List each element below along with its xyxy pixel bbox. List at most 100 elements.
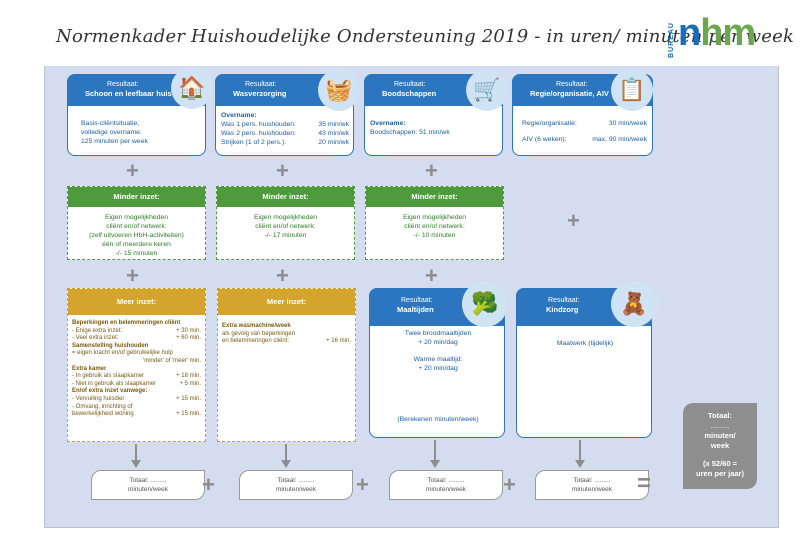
- card-label: Resultaat:: [394, 81, 426, 88]
- meer-row: - Omvang, inrichting of: [72, 403, 133, 410]
- washing-machine-icon: 🧺: [318, 69, 360, 111]
- plus-sign: +: [126, 263, 139, 288]
- card-heading: Overname:: [370, 120, 406, 127]
- minder-title: Minder inzet:: [217, 187, 354, 207]
- meer-row: Samenstelling huishouden: [72, 342, 149, 349]
- card-line: Maatwerk (tijdelijk): [556, 340, 614, 347]
- plus-sign: +: [503, 472, 516, 497]
- minder-title: Minder inzet:: [68, 187, 205, 207]
- card-title: Maaltijden: [397, 305, 434, 314]
- shopping-cart-icon: 🛒: [466, 69, 508, 111]
- meer-line: als gevolg van beperkingen: [222, 330, 296, 337]
- meer-row: Extra kamer: [72, 365, 107, 372]
- card-line: Twee broodmaaltijden: [404, 330, 472, 337]
- plus-sign: +: [126, 158, 139, 183]
- page-title: Normenkader Huishoudelijke Ondersteuning…: [56, 26, 795, 47]
- subtotal-box: Totaal: .........minuten/week: [91, 470, 205, 500]
- minder-line: één of meerdere keren: [102, 241, 171, 248]
- teddy-bear-icon: 🧸: [611, 281, 657, 327]
- meer-inzet-box: Meer inzet: Beperkingen en belemmeringen…: [67, 288, 206, 442]
- subtotal-box: Totaal: .........minuten/week: [535, 470, 649, 500]
- plus-sign: +: [276, 263, 289, 288]
- minder-line: -/- 15 minuten: [115, 250, 158, 257]
- minder-inzet-box: Minder inzet: Eigen mogelijkheden cliënt…: [365, 186, 504, 260]
- card-row: Was 1 pers. huishouden:35 min/wk: [221, 121, 349, 128]
- card-was: Resultaat: Wasverzorging Overname: Was 1…: [215, 69, 360, 156]
- meer-row: En/of extra inzet vanwege:: [72, 388, 148, 395]
- meer-row: - Enige extra inzet:+ 30 min.: [72, 327, 201, 334]
- meer-row: bewerkelijkheid woning+ 15 min.: [72, 411, 201, 418]
- card-bood: Resultaat: Boodschappen Overname: Boodsc…: [364, 69, 508, 156]
- minder-line: (zelf uitvoeren HbH-activiteiten): [89, 232, 184, 239]
- meer-row: 'minder' of 'meer' min.: [143, 357, 201, 364]
- meer-title: Meer inzet:: [218, 289, 355, 315]
- meer-row: = eigen kracht en/of gebruikelijke hulp: [72, 350, 173, 357]
- broccoli-icon: 🥦: [462, 281, 508, 327]
- card-footer: (Berekenen minuten/week): [397, 416, 479, 423]
- header: [44, 8, 779, 66]
- card-schoon: Resultaat: Schoon en leefbaar huis Basis…: [67, 67, 213, 156]
- down-arrow: [575, 440, 585, 468]
- meer-row: - Niet in gebruik als slaapkamer+ 5 min.: [72, 380, 201, 387]
- plus-sign: +: [276, 158, 289, 183]
- card-row: Strijken (1 of 2 pers.):20 min/wk: [221, 139, 349, 146]
- card-regie: Resultaat: Regie/organisatie, AIV Regie/…: [512, 69, 653, 156]
- card-line: + 20 min/dag: [418, 365, 458, 372]
- house-icon: 🏠: [171, 67, 213, 109]
- meer-heading: Extra wasmachine/week: [222, 323, 291, 329]
- subtotal-box: Totaal: .........minuten/week: [389, 470, 503, 500]
- card-title: Schoon en leefbaar huis: [85, 89, 172, 98]
- card-row: Regie/organisatie:30 min/week: [522, 120, 647, 127]
- card-line: volledige overname:: [81, 129, 142, 136]
- minder-line: -/- 17 minuten: [264, 232, 307, 239]
- card-line: + 20 min/dag: [418, 339, 458, 346]
- minder-inzet-box: Minder inzet: Eigen mogelijkheden cliënt…: [67, 186, 206, 260]
- card-title: Kindzorg: [546, 305, 579, 314]
- card-label: Resultaat:: [401, 297, 433, 304]
- minder-line: cliënt en/of netwerk:: [106, 223, 167, 230]
- down-arrow: [281, 444, 291, 468]
- plus-sign: +: [425, 263, 438, 288]
- meer-row: - In gebruik als slaapkamer+ 18 min.: [72, 373, 201, 380]
- meer-row: - Vervuiling huisdier+ 15 min.: [72, 395, 201, 402]
- card-row: Was 2 pers. huishouden:43 min/wk: [221, 130, 349, 137]
- card-line: Boodschappen: 51 min/wk: [370, 129, 450, 136]
- grand-total-box: Totaal: ......... minuten/ week (x 52/60…: [683, 403, 757, 489]
- minder-inzet-box: Minder inzet: Eigen mogelijkheden cliënt…: [216, 186, 355, 260]
- minder-line: cliënt en/of netwerk:: [255, 223, 316, 230]
- logo-bureau-text: BUREAU: [668, 22, 675, 58]
- card-title: Wasverzorging: [233, 89, 287, 98]
- card-label: Resultaat:: [107, 81, 139, 88]
- card-kind: Resultaat: Kindzorg Maatwerk (tijdelijk)…: [516, 281, 657, 438]
- card-title: Regie/organisatie, AIV: [530, 89, 609, 98]
- card-line: Warme maaltijd:: [413, 356, 463, 363]
- minder-line: Eigen mogelijkheden: [402, 214, 467, 221]
- plus-sign: +: [202, 472, 215, 497]
- minder-line: Eigen mogelijkheden: [253, 214, 318, 221]
- plus-sign: +: [425, 158, 438, 183]
- card-line: Basis-cliëntsituatie,: [81, 120, 140, 127]
- card-label: Resultaat:: [556, 81, 588, 88]
- card-line: 125 minuten per week: [81, 138, 148, 145]
- card-label: Resultaat:: [245, 81, 277, 88]
- minder-title: Minder inzet:: [366, 187, 503, 207]
- logo-nhm-text: nhm: [678, 12, 756, 54]
- meer-row: - Veel extra inzet:+ 60 min.: [72, 335, 201, 342]
- minder-line: cliënt en/of netwerk:: [404, 223, 465, 230]
- subtotal-box: Totaal: .........minuten/week: [239, 470, 353, 500]
- meer-row: Beperkingen en belemmeringen cliënt: [72, 320, 181, 326]
- down-arrow: [430, 440, 440, 468]
- plus-sign: +: [356, 472, 369, 497]
- meer-inzet-box: Meer inzet: Extra wasmachine/week als ge…: [217, 288, 356, 442]
- minder-line: -/- 10 minuten: [413, 232, 456, 239]
- document-icon: 📋: [611, 69, 653, 111]
- minder-line: Eigen mogelijkheden: [104, 214, 169, 221]
- equals-sign: =: [637, 470, 652, 497]
- card-maal: Resultaat: Maaltijden Twee broodmaaltijd…: [369, 281, 508, 438]
- card-heading: Overname:: [221, 112, 257, 119]
- meer-title: Meer inzet:: [68, 289, 205, 315]
- meer-row: en belemmeringen cliënt:+ 16 min.: [222, 338, 351, 345]
- card-title: Boodschappen: [382, 89, 437, 98]
- down-arrow: [131, 444, 141, 468]
- card-label: Resultaat:: [548, 297, 580, 304]
